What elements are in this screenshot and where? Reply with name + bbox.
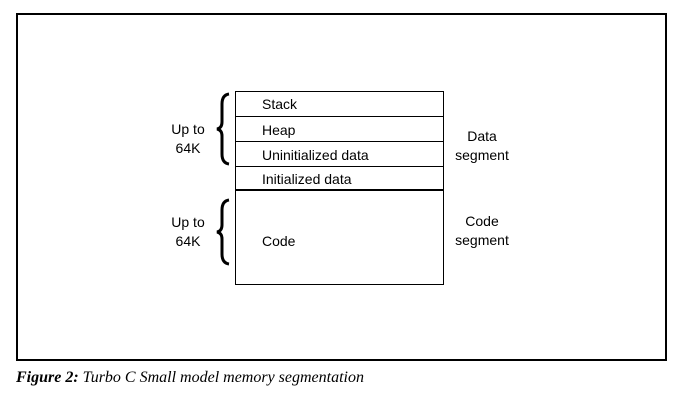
- segment-line1: Data: [467, 128, 497, 144]
- size-line1: Up to: [171, 214, 205, 230]
- size-line1: Up to: [171, 121, 205, 137]
- size-line2: 64K: [175, 233, 201, 249]
- segment-label: Uninitialized data: [262, 147, 369, 163]
- code-size-label: Up to 64K: [163, 213, 213, 251]
- segment-label: Code: [262, 233, 296, 249]
- segment-heap: Heap: [236, 117, 443, 142]
- segment-initialized-data: Initialized data: [236, 167, 443, 191]
- data-size-label: Up to 64K: [163, 120, 213, 158]
- figure-caption: Figure 2: Turbo C Small model memory seg…: [16, 369, 364, 387]
- data-brace-icon: [216, 92, 230, 166]
- size-line2: 64K: [175, 140, 201, 156]
- segment-label: Heap: [262, 122, 296, 138]
- segment-label: Stack: [262, 96, 298, 112]
- segment-line1: Code: [465, 213, 499, 229]
- caption-text: Turbo C Small model memory segmentation: [82, 369, 364, 386]
- memory-block: Stack Heap Uninitialized data Initialize…: [235, 91, 444, 285]
- segment-stack: Stack: [236, 92, 443, 117]
- segment-label: Initialized data: [262, 171, 352, 187]
- caption-label: Figure 2:: [16, 369, 79, 386]
- figure-frame: [16, 13, 667, 361]
- code-segment-label: Code segment: [444, 212, 520, 250]
- data-segment-label: Data segment: [444, 127, 520, 165]
- segment-code: Code: [236, 191, 443, 284]
- segment-line2: segment: [455, 147, 509, 163]
- segment-uninitialized-data: Uninitialized data: [236, 142, 443, 167]
- code-brace-icon: [216, 198, 230, 266]
- segment-line2: segment: [455, 232, 509, 248]
